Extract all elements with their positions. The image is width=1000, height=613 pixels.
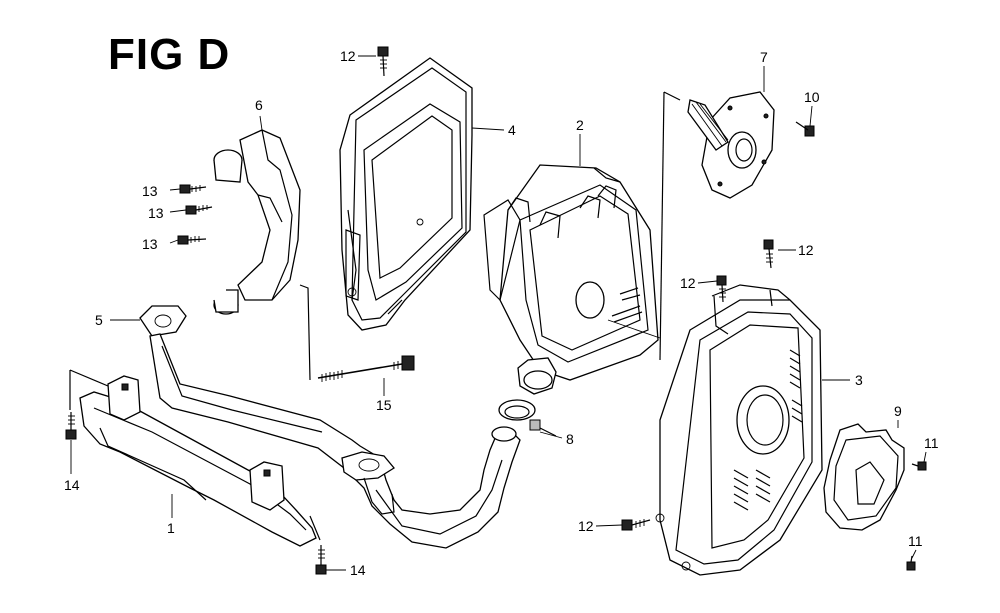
screw-11b: [906, 555, 916, 571]
callout-1: 1: [167, 520, 175, 536]
part-12-bolt-right: [763, 239, 774, 269]
screw-11a: [911, 461, 927, 471]
bolt-13a: [179, 184, 207, 194]
callout-10: 10: [804, 89, 820, 105]
callout-5: 5: [95, 312, 103, 328]
part-12-bolt-bottom: [621, 519, 651, 531]
callout-2: 2: [576, 117, 584, 133]
part-11-screws: [906, 461, 927, 571]
leader-lines: [70, 55, 927, 571]
part-3-muffler-protector: [655, 284, 823, 576]
part-12-bolt-mid: [716, 275, 727, 303]
callout-6: 6: [255, 97, 263, 113]
part-14-bolts: [65, 412, 327, 575]
part-2-muffler: [483, 164, 661, 395]
bolt-13c: [177, 235, 207, 245]
callout-3: 3: [855, 372, 863, 388]
callout-13-upper: 13: [142, 183, 158, 199]
callout-7: 7: [760, 49, 768, 65]
callout-13-lower: 13: [142, 236, 158, 252]
part-7-spark-arrester: [659, 91, 775, 361]
part-9-cap: [823, 423, 905, 531]
callout-9: 9: [894, 403, 902, 419]
callout-12-right: 12: [798, 242, 814, 258]
part-12-bolt-top: [377, 46, 389, 77]
callout-11-lower: 11: [908, 533, 923, 549]
bolt-13b: [185, 205, 213, 215]
part-10-bolt: [795, 121, 815, 137]
part-1-muffler-stay: [69, 369, 321, 547]
callout-11-upper: 11: [924, 435, 939, 451]
callout-14-bottom: 14: [350, 562, 366, 578]
callout-12-bottom: 12: [578, 518, 594, 534]
callout-12-mid: 12: [680, 275, 696, 291]
part-8-clamp: [498, 399, 557, 437]
bolt-14a: [65, 412, 77, 440]
callout-14-left: 14: [64, 477, 80, 493]
vent-slots: [733, 349, 803, 511]
part-15-stud-bolt: [317, 355, 415, 382]
callout-12-top: 12: [340, 48, 356, 64]
callout-8: 8: [566, 431, 574, 447]
bolt-14b: [315, 545, 327, 575]
callout-4: 4: [508, 122, 516, 138]
callout-13-middle: 13: [148, 205, 164, 221]
part-5-exhaust-pipe: [139, 305, 521, 549]
part-6-protector-bracket: [213, 129, 311, 381]
callout-15: 15: [376, 397, 392, 413]
part-13-bolts: [177, 184, 213, 245]
part-4-muffler-cover-frame: [339, 57, 473, 331]
figure-title: FIG D: [108, 30, 231, 79]
